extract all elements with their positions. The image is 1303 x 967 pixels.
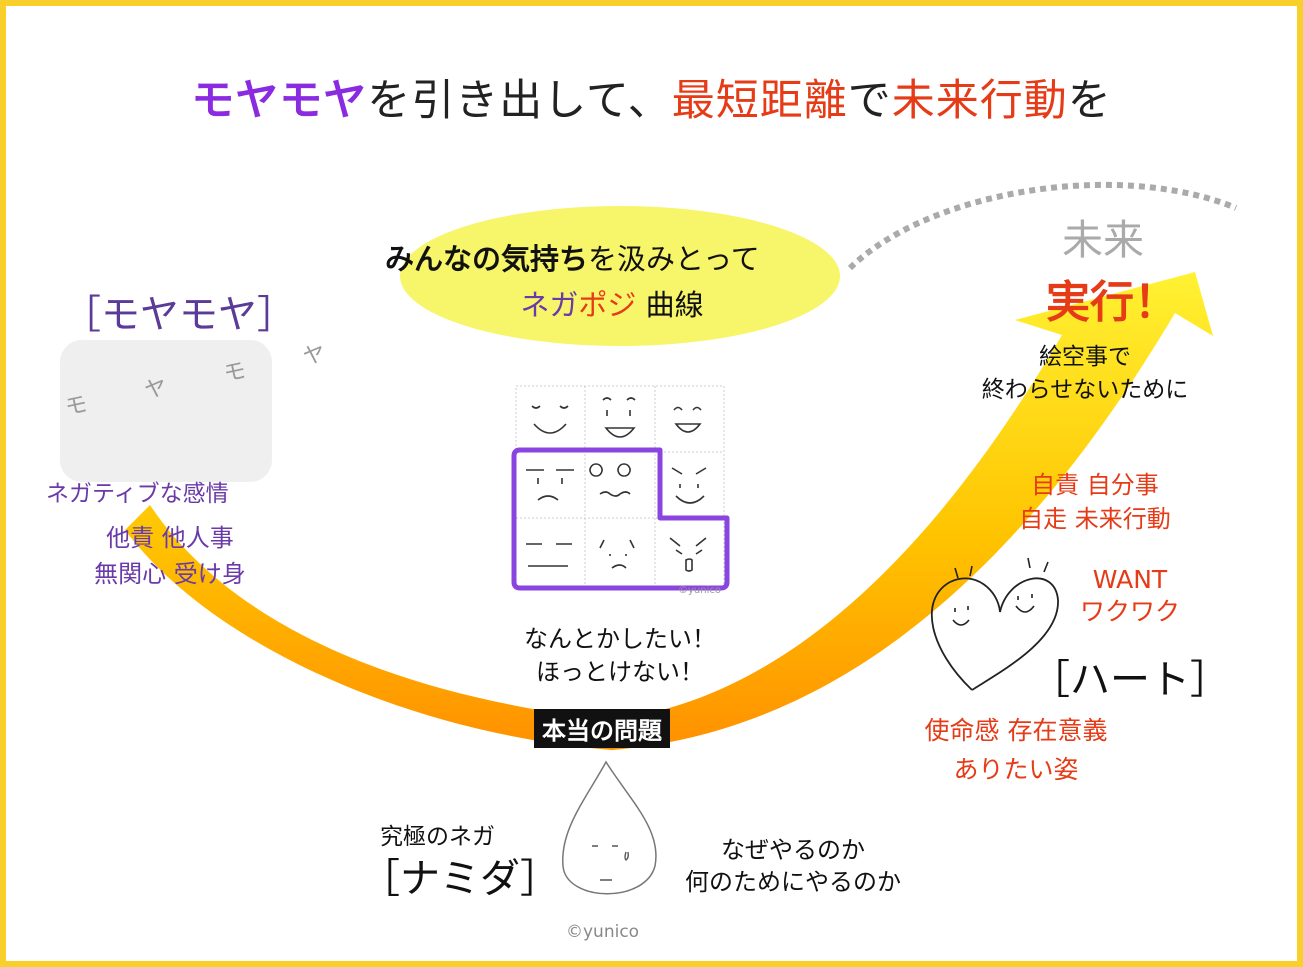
want-label: WANT (1092, 565, 1168, 594)
moya-heading: ［モヤモヤ］ (62, 293, 297, 338)
heart-heading: ［ハート］ (1030, 657, 1230, 703)
main-copyright: ©yunico (566, 922, 640, 942)
not-pipe-dream-text: 絵空事で 終わらせないために (960, 341, 1210, 407)
heart-left-icon (930, 577, 1001, 691)
negative-emotion-label: ネガティブな感情 (46, 481, 229, 507)
heart-faces-icon (952, 557, 1049, 626)
nega-posi-curve-arrow (125, 272, 1213, 750)
mission-line-2: ありたい姿 (953, 755, 1079, 784)
execute-label: 実行！ (1046, 277, 1178, 328)
title-future-action: 未来行動 (891, 76, 1068, 126)
grid-copyright: ©yunico (678, 585, 721, 596)
title-moya: モヤモヤ (191, 76, 368, 126)
page-title: モヤモヤを引き出して、最短距離で未来行動を (0, 66, 1303, 128)
ownership-text: 自責 自分事 自走 未来行動 (985, 468, 1205, 536)
ownership-line-2: 自走 未来行動 (1019, 505, 1171, 533)
ultimate-neg-label: 究極のネガ (380, 824, 495, 850)
face-happy-icons (531, 397, 702, 438)
want-to-do-text: なんとかしたい！ ほっとけない！ (490, 623, 750, 689)
mission-text: 使命感 存在意義 ありたい姿 (906, 711, 1126, 789)
bubble-line-2: ネガポジ 曲線 (402, 282, 822, 324)
why-line-1: なぜやるのか (721, 836, 865, 864)
title-shortest: 最短距離 (671, 76, 848, 126)
future-dotted-curve (847, 181, 1238, 271)
want-text: WANT ワクワク (1070, 564, 1190, 628)
bubble-nega: ネガ (520, 288, 579, 322)
trait-line-2: 無関心 受け身 (94, 560, 246, 588)
wakuwaku-label: ワクワク (1079, 597, 1180, 626)
moya-illustration-bg: モ ヤ モ ヤ (60, 336, 353, 482)
future-label: 未来 (1062, 216, 1144, 264)
why-text: なぜやるのか 何のためにやるのか (668, 834, 918, 898)
feelings-bubble (400, 206, 840, 346)
tear-heading: ［ナミダ］ (360, 856, 560, 902)
esora-line-1: 絵空事で (1039, 344, 1131, 370)
negative-faces-outline (511, 447, 730, 591)
trait-line-1: 他責 他人事 (106, 524, 234, 552)
title-part3: を (1067, 76, 1112, 126)
bubble-line-1: みんなの気持ちを汲みとって (385, 236, 760, 278)
title-part1: を引き出して、 (367, 76, 672, 126)
want-line-1: なんとかしたい！ (524, 625, 716, 653)
bubble-posi: ポジ (578, 288, 637, 322)
real-problem-label: 本当の問題 (534, 709, 670, 748)
mission-line-1: 使命感 存在意義 (924, 716, 1108, 745)
tear-face-icon (592, 845, 629, 881)
emotion-face-grid (515, 385, 725, 587)
bubble-curve: 曲線 (636, 288, 704, 322)
want-line-2: ほっとけない！ (536, 658, 704, 686)
face-neutral-icons (526, 463, 707, 572)
bubble-scoop: を汲みとって (588, 242, 760, 276)
bubble-feelings: みんなの気持ち (385, 242, 589, 276)
tear-drop-icon (562, 760, 657, 895)
ownership-line-1: 自責 自分事 (1031, 471, 1159, 499)
title-part2: で (847, 76, 892, 126)
heart-right-icon (971, 577, 1059, 691)
why-line-2: 何のためにやるのか (685, 868, 901, 896)
esora-line-2: 終わらせないために (981, 377, 1189, 403)
negative-traits: 他責 他人事 無関心 受け身 (70, 520, 270, 592)
